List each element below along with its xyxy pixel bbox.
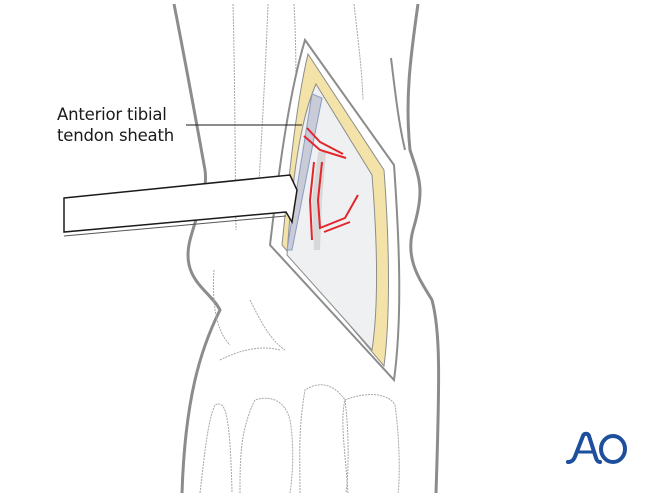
ao-logo: [566, 431, 627, 464]
label-line-2: tendon sheath: [57, 126, 174, 145]
label-line-1: Anterior tibial: [57, 105, 167, 124]
ao-logo-a-glyph: [566, 431, 602, 464]
retractor-edge: [63, 215, 287, 237]
retractor-instrument: [63, 174, 298, 233]
fracture-lines: [303, 127, 359, 241]
leg-outline-left: [172, 3, 222, 493]
ao-logo-o-glyph: [599, 434, 627, 464]
anatomy-label-anterior-tibial-tendon-sheath: Anterior tibial tendon sheath: [57, 104, 174, 146]
tendon-outline: [390, 57, 406, 151]
leg-outline-right: [406, 3, 441, 493]
